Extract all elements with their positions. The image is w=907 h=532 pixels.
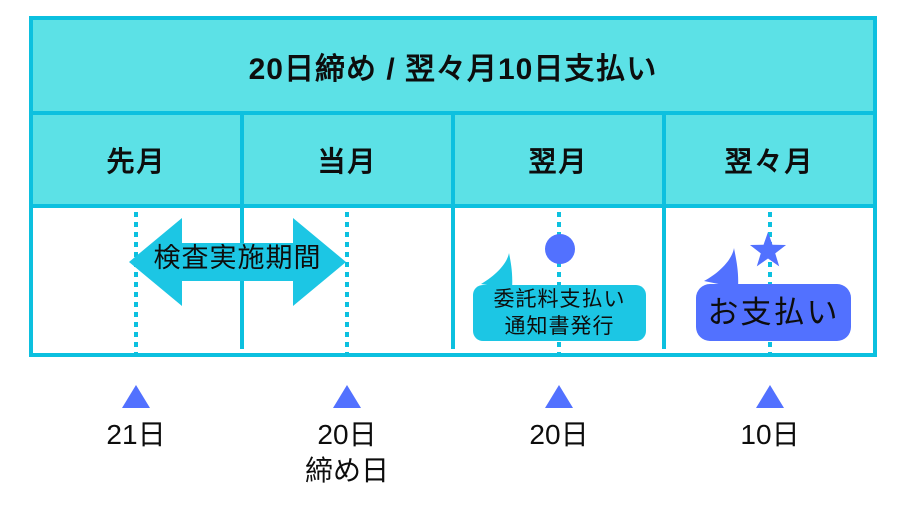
milestone-dot-icon (545, 234, 575, 264)
table-title: 20日締め / 翌々月10日支払い (33, 20, 873, 115)
column-header-last-month: 先月 (33, 115, 244, 204)
date-text: 10日 (740, 419, 800, 450)
notice-speech-bubble: 委託料支払い 通知書発行 (473, 285, 646, 341)
body-cell-this-month (244, 208, 455, 349)
date-text: 20日 (529, 419, 589, 450)
dotted-timeline-last-month (134, 212, 138, 353)
notice-bubble-line1: 委託料支払い (493, 288, 626, 311)
date-note: 締め日 (304, 455, 389, 486)
date-label-20th-closing: 20日 締め日 (267, 417, 427, 489)
triangle-marker-icon (333, 385, 361, 408)
date-label-20th: 20日 (479, 417, 639, 453)
column-header-month-after-next: 翌々月 (666, 115, 873, 204)
date-text: 20日 (317, 419, 377, 450)
triangle-marker-icon (122, 385, 150, 408)
triangle-marker-icon (756, 385, 784, 408)
notice-bubble-tail-icon (481, 253, 513, 289)
notice-bubble-line2: 通知書発行 (504, 315, 615, 338)
column-header-next-month: 翌月 (455, 115, 666, 204)
payment-bubble-tail-icon (704, 248, 739, 288)
body-cell-next-month (455, 208, 666, 349)
inspection-period-label: 検査実施期間 (153, 243, 322, 273)
dotted-timeline-next-month (557, 212, 561, 353)
double-arrow-icon (129, 216, 346, 308)
date-text: 21日 (106, 419, 166, 450)
date-label-10th: 10日 (690, 417, 850, 453)
dotted-timeline-month-after-next (768, 212, 772, 353)
date-label-21st: 21日 (56, 417, 216, 453)
dotted-timeline-this-month (345, 212, 349, 353)
triangle-marker-icon (545, 385, 573, 408)
star-icon (749, 231, 787, 267)
column-header-this-month: 当月 (244, 115, 455, 204)
payment-speech-bubble: お支払い (696, 284, 851, 341)
month-header-row: 先月 当月 翌月 翌々月 (33, 115, 873, 208)
